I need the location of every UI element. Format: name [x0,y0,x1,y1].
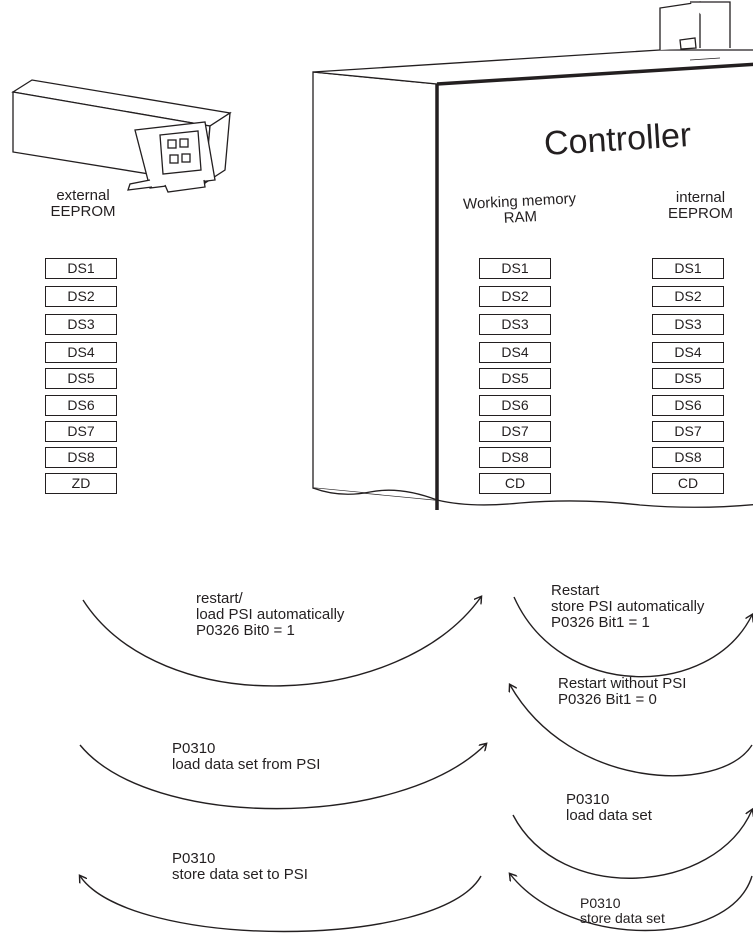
list-item: DS4 [479,342,551,363]
arrow-restart-without [510,685,753,777]
list-item: DS8 [45,447,117,468]
flow-label-line: Restart [551,582,600,599]
list-item: DS6 [652,395,724,416]
flow-label-line: load data set from PSI [172,755,321,773]
list-item: CD [652,473,724,494]
list-item: CD [479,473,551,494]
list-item: DS6 [45,395,117,416]
flow-arrows [79,596,753,933]
flow-label-line: store data set to PSI [172,865,308,883]
list-item: DS7 [652,421,724,442]
flow-label-line: P0310 [172,850,216,867]
flow-label-line: P0326 Bit1 = 0 [558,690,657,708]
list-item: DS3 [652,314,724,335]
list-item: DS4 [45,342,117,363]
flow-label-line: P0310 [580,895,621,911]
list-item: DS1 [45,258,117,279]
internal-eeprom-label: internal EEPROM [653,190,748,222]
flow-label-store-data-set: P0310 store data set [580,896,665,925]
flow-label-line: P0310 [566,791,610,808]
flow-label-store-to-psi: P0310 store data set to PSI [172,851,308,883]
flow-label-restart-store: Restart store PSI automatically P0326 Bi… [551,583,704,630]
list-item: DS2 [479,286,551,307]
arrow-load-data-set [512,810,752,879]
external-eeprom-label-line1: external [56,187,110,204]
list-item: DS3 [45,314,117,335]
arrow-restart-load [82,597,481,687]
flow-label-line: store data set [580,909,665,926]
controller-housing-drawing [312,1,753,510]
list-item: DS7 [479,421,551,442]
internal-eeprom-label-line2: EEPROM [667,204,733,222]
arrow-load-from-psi [79,744,486,810]
flow-label-line: P0326 Bit0 = 1 [196,621,295,639]
flow-label-line: load data set [566,806,652,824]
external-eeprom-label: external EEPROM [42,188,124,220]
list-item: DS2 [45,286,117,307]
flow-label-line: load PSI automatically [196,605,345,623]
flow-label-line: P0310 [172,740,216,757]
list-item: DS1 [652,258,724,279]
list-item: DS5 [479,368,551,389]
list-item: DS7 [45,421,117,442]
flow-label-line: P0326 Bit1 = 1 [551,613,650,631]
arrow-store-to-psi [80,876,482,933]
flow-label-line: restart/ [196,590,243,607]
flow-label-load-data-set: P0310 load data set [566,792,652,824]
list-item: DS6 [479,395,551,416]
list-item: DS3 [479,314,551,335]
arrow-restart-store [513,596,752,678]
list-item: DS2 [652,286,724,307]
arrow-store-data-set [510,874,753,932]
list-item: DS5 [652,368,724,389]
list-item: ZD [45,473,117,494]
internal-eeprom-label-line1: internal [675,189,726,206]
list-item: DS8 [652,447,724,468]
list-item: DS5 [45,368,117,389]
external-eeprom-module-drawing [11,79,232,193]
flow-label-line: Restart without PSI [558,675,687,692]
flow-label-restart-load: restart/ load PSI automatically P0326 Bi… [196,591,344,638]
list-item: DS8 [479,447,551,468]
external-eeprom-label-line2: EEPROM [50,202,116,220]
list-item: DS4 [652,342,724,363]
list-item: DS1 [479,258,551,279]
flow-label-restart-without: Restart without PSI P0326 Bit1 = 0 [558,676,686,708]
flow-label-line: store PSI automatically [551,597,705,615]
flow-label-load-from-psi: P0310 load data set from PSI [172,741,320,773]
